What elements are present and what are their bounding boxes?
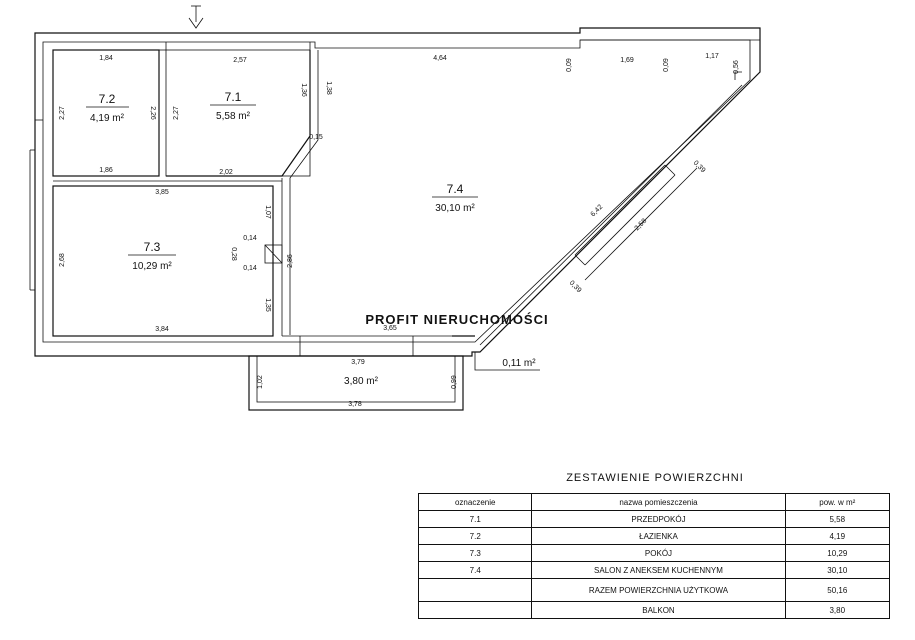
table-cell — [417, 578, 533, 602]
balcony — [248, 355, 464, 411]
dim-label: 0,99 — [451, 375, 458, 389]
dim-label: 1,35 — [264, 298, 271, 312]
table-cell: 10,29 — [784, 544, 891, 562]
dim-label: 3,78 — [348, 401, 362, 408]
dim-label: 3,65 — [383, 325, 397, 332]
floor-plan: 7.2 4,19 m² 7.1 5,58 m² 7.3 10,29 m² 7.4… — [29, 5, 761, 411]
table-cell: 7.3 — [417, 544, 533, 562]
balcony-label: BALKON — [531, 601, 786, 619]
column-header: oznaczenie — [417, 493, 533, 511]
summary-title: ZESTAWIENIE POWIERZCHNI — [566, 472, 744, 484]
dim-label: 1,38 — [325, 81, 332, 95]
svg-text:4,19 m²: 4,19 m² — [90, 113, 125, 124]
table-row: 7.1 PRZEDPOKÓJ 5,58 — [417, 510, 891, 528]
dim-label: 1,84 — [99, 55, 113, 62]
dim-label: 0,14 — [243, 235, 257, 242]
table-row: 7.3 POKÓJ 10,29 — [417, 544, 891, 562]
dim-label: 2,27 — [59, 106, 66, 120]
dim-label: 3,79 — [351, 359, 365, 366]
kitchen-bay — [452, 39, 760, 371]
total-label: RAZEM POWIERZCHNIA UŻYTKOWA — [531, 578, 786, 602]
table-cell: PRZEDPOKÓJ — [531, 510, 786, 528]
dim-label: 2,57 — [233, 57, 247, 64]
table-row: 7.2 ŁAZIENKA 4,19 — [417, 527, 891, 545]
svg-text:7.2: 7.2 — [99, 92, 116, 106]
room-label-7-2: 7.2 4,19 m² — [86, 92, 129, 124]
entrance-arrow-icon — [188, 5, 204, 29]
table-cell: POKÓJ — [531, 544, 786, 562]
dim-label: 0,39 — [568, 280, 583, 295]
table-cell: 7.1 — [417, 510, 533, 528]
dim-label: 0,28 — [230, 247, 237, 261]
table-row: 7.4 SALON Z ANEKSEM KUCHENNYM 30,10 — [417, 561, 891, 579]
table-cell — [417, 601, 533, 619]
room-label-7-4: 7.4 30,10 m² — [432, 182, 478, 214]
inner-wall-outline — [42, 39, 751, 343]
dim-label: 2,68 — [59, 253, 66, 267]
outer-wall — [34, 27, 761, 357]
total-value: 50,16 — [784, 578, 891, 602]
dim-label: 0,15 — [309, 134, 323, 141]
dim-label: 0,14 — [243, 265, 257, 272]
watermark: PROFIT NIERUCHOMOŚCI — [365, 312, 548, 327]
svg-text:7.3: 7.3 — [144, 240, 161, 254]
table-cell: 30,10 — [784, 561, 891, 579]
column-header: pow. w m² — [784, 493, 891, 511]
dim-label: 4,64 — [433, 55, 447, 62]
room-label-7-3: 7.3 10,29 m² — [128, 240, 176, 272]
dim-label: 6,42 — [590, 204, 605, 219]
dim-label: 3,84 — [155, 326, 169, 333]
dim-label: 0,09 — [566, 58, 573, 72]
dim-label: 2,02 — [219, 169, 233, 176]
table-header-row: oznaczenie nazwa pomieszczenia pow. w m² — [417, 493, 891, 511]
dim-label: 2,26 — [149, 106, 156, 120]
total-row: RAZEM POWIERZCHNIA UŻYTKOWA 50,16 — [417, 578, 891, 602]
column-header: nazwa pomieszczenia — [531, 493, 786, 511]
table-cell: 7.4 — [417, 561, 533, 579]
dim-label: 2,86 — [287, 254, 294, 268]
balcony-area: 3,80 m² — [344, 376, 379, 387]
dim-label: 3,85 — [155, 189, 169, 196]
dim-label: 1,17 — [705, 53, 719, 60]
dim-label: 2,58 — [634, 218, 649, 233]
svg-text:10,29 m²: 10,29 m² — [132, 261, 172, 272]
dim-label: 1,36 — [300, 83, 307, 97]
table-cell: 5,58 — [784, 510, 891, 528]
svg-text:7.4: 7.4 — [447, 182, 464, 196]
bay-area: 0,11 m² — [502, 358, 536, 369]
dim-label: 1,86 — [99, 167, 113, 174]
svg-text:5,58 m²: 5,58 m² — [216, 111, 251, 122]
dim-label: 0,39 — [692, 160, 707, 175]
dimension-labels: 1,84 2,27 2,26 1,86 2,57 2,27 1,36 2,02 … — [59, 53, 740, 408]
dim-label: 1,69 — [620, 57, 634, 64]
dim-label: 0,09 — [663, 58, 670, 72]
dim-label: 2,27 — [173, 106, 180, 120]
svg-text:7.1: 7.1 — [225, 90, 242, 104]
table-cell: 4,19 — [784, 527, 891, 545]
balcony-value: 3,80 — [784, 601, 891, 619]
area-table: oznaczenie nazwa pomieszczenia pow. w m²… — [417, 493, 891, 619]
table-cell: SALON Z ANEKSEM KUCHENNYM — [531, 561, 786, 579]
area-summary: ZESTAWIENIE POWIERZCHNI oznaczenie nazwa… — [0, 460, 915, 640]
table-cell: 7.2 — [417, 527, 533, 545]
partition-walls — [29, 42, 475, 356]
dim-label: 1,02 — [257, 375, 264, 389]
dim-label: 1,07 — [264, 205, 271, 219]
table-cell: ŁAZIENKA — [531, 527, 786, 545]
room-label-7-1: 7.1 5,58 m² — [210, 90, 256, 122]
dim-label: 0,56 — [733, 60, 740, 74]
svg-text:30,10 m²: 30,10 m² — [435, 203, 475, 214]
balcony-row: BALKON 3,80 — [417, 601, 891, 619]
